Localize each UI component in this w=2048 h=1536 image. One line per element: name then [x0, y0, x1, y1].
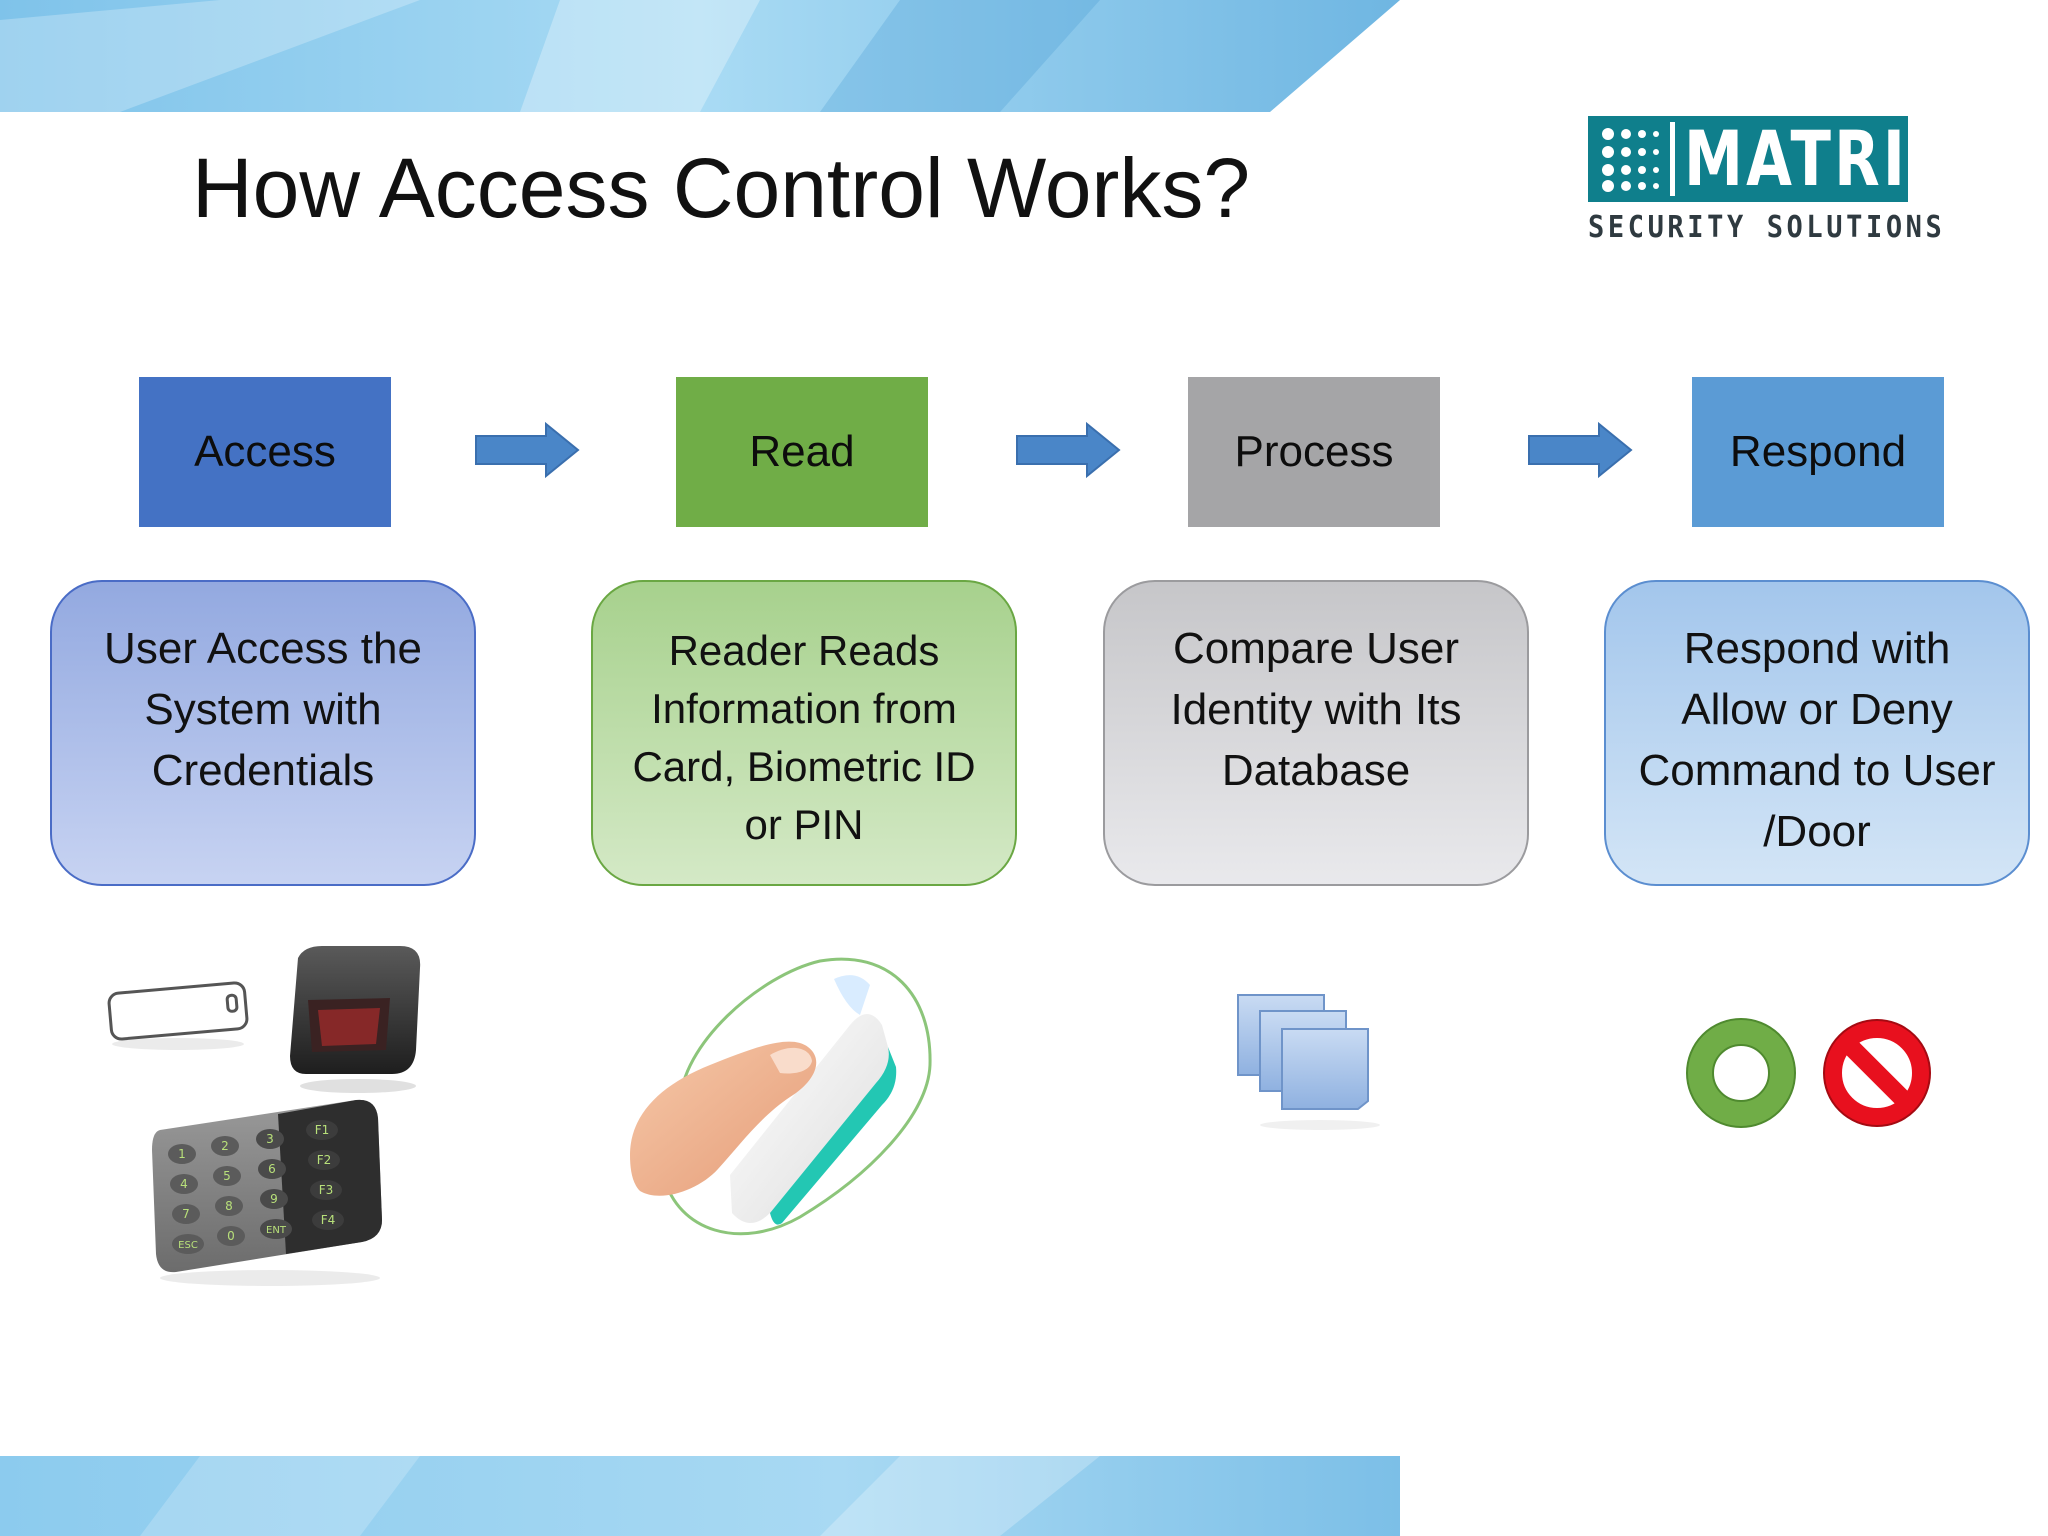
svg-text:5: 5 [223, 1169, 231, 1183]
svg-text:8: 8 [225, 1199, 233, 1213]
svg-text:0: 0 [227, 1229, 235, 1243]
logo-tagline: SECURITY SOLUTIONS [1588, 210, 1946, 245]
fingerprint-reader-icon [630, 957, 932, 1236]
description-access: User Access the System with Credentials [50, 580, 476, 886]
keypad-key: 5 [213, 1166, 241, 1186]
top-decorative-band [0, 0, 1400, 112]
arrow-right-icon [1528, 421, 1633, 479]
deny-icon [1823, 1019, 1931, 1127]
keypad-key: 3 [256, 1129, 284, 1149]
database-icon [1237, 994, 1380, 1130]
description-process: Compare User Identity with Its Database [1103, 580, 1529, 886]
svg-text:7: 7 [182, 1207, 190, 1221]
keypad-key: 9 [260, 1189, 288, 1209]
logo-mark: MATRIX [1588, 116, 1954, 202]
bottom-decorative-band [0, 1456, 1400, 1536]
allow-icon [1686, 1018, 1796, 1128]
logo-separator [1670, 122, 1675, 196]
svg-text:6: 6 [268, 1162, 276, 1176]
slide-title: How Access Control Works? [192, 141, 1251, 235]
keypad-key: F3 [310, 1180, 342, 1200]
svg-text:ESC: ESC [178, 1240, 198, 1251]
keypad-key: F2 [308, 1150, 340, 1170]
svg-text:1: 1 [178, 1147, 186, 1161]
description-read: Reader Reads Information from Card, Biom… [591, 580, 1017, 886]
keypad-key: 2 [211, 1136, 239, 1156]
svg-text:ENT: ENT [266, 1225, 287, 1236]
keypad-key: 4 [170, 1174, 198, 1194]
keypad-key: ENT [260, 1219, 292, 1239]
step-access-box: Access [139, 377, 391, 527]
card-reader-icon [290, 946, 421, 1093]
arrow-right-icon [1016, 421, 1121, 479]
description-process-text: Compare User Identity with Its Database [1170, 624, 1462, 795]
description-access-text: User Access the System with Credentials [104, 624, 422, 795]
keypad-icon: 1 2 3 F1 4 5 6 [152, 1099, 382, 1286]
keypad-key: F1 [306, 1120, 338, 1140]
keypad-key: 1 [168, 1144, 196, 1164]
keypad-key: 8 [215, 1196, 243, 1216]
credentials-illustration: 1 2 3 F1 4 5 6 [107, 946, 421, 1286]
description-respond: Respond with Allow or Deny Command to Us… [1604, 580, 2030, 886]
arrow-right-icon [475, 421, 580, 479]
logo-dots-icon [1602, 128, 1659, 192]
step-process-box: Process [1188, 377, 1440, 527]
svg-text:4: 4 [180, 1177, 188, 1191]
svg-text:2: 2 [221, 1139, 229, 1153]
svg-text:F2: F2 [317, 1153, 332, 1167]
rfid-card-icon [107, 981, 249, 1050]
keypad-key: 0 [217, 1226, 245, 1246]
svg-text:3: 3 [266, 1132, 274, 1146]
svg-text:F4: F4 [321, 1213, 336, 1227]
keypad-key: 6 [258, 1159, 286, 1179]
svg-text:F1: F1 [315, 1123, 330, 1137]
matrix-logo: MATRIX SECURITY SOLUTIONS [1588, 116, 1954, 245]
keypad-key: 7 [172, 1204, 200, 1224]
keypad-key: ESC [172, 1234, 204, 1254]
step-read-box: Read [676, 377, 928, 527]
svg-text:9: 9 [270, 1192, 278, 1206]
description-read-text: Reader Reads Information from Card, Biom… [632, 627, 976, 848]
step-respond-box: Respond [1692, 377, 1944, 527]
description-respond-text: Respond with Allow or Deny Command to Us… [1638, 624, 1996, 856]
logo-wordmark: MATRIX [1684, 114, 1957, 203]
keypad-key: F4 [312, 1210, 344, 1230]
svg-text:F3: F3 [319, 1183, 334, 1197]
